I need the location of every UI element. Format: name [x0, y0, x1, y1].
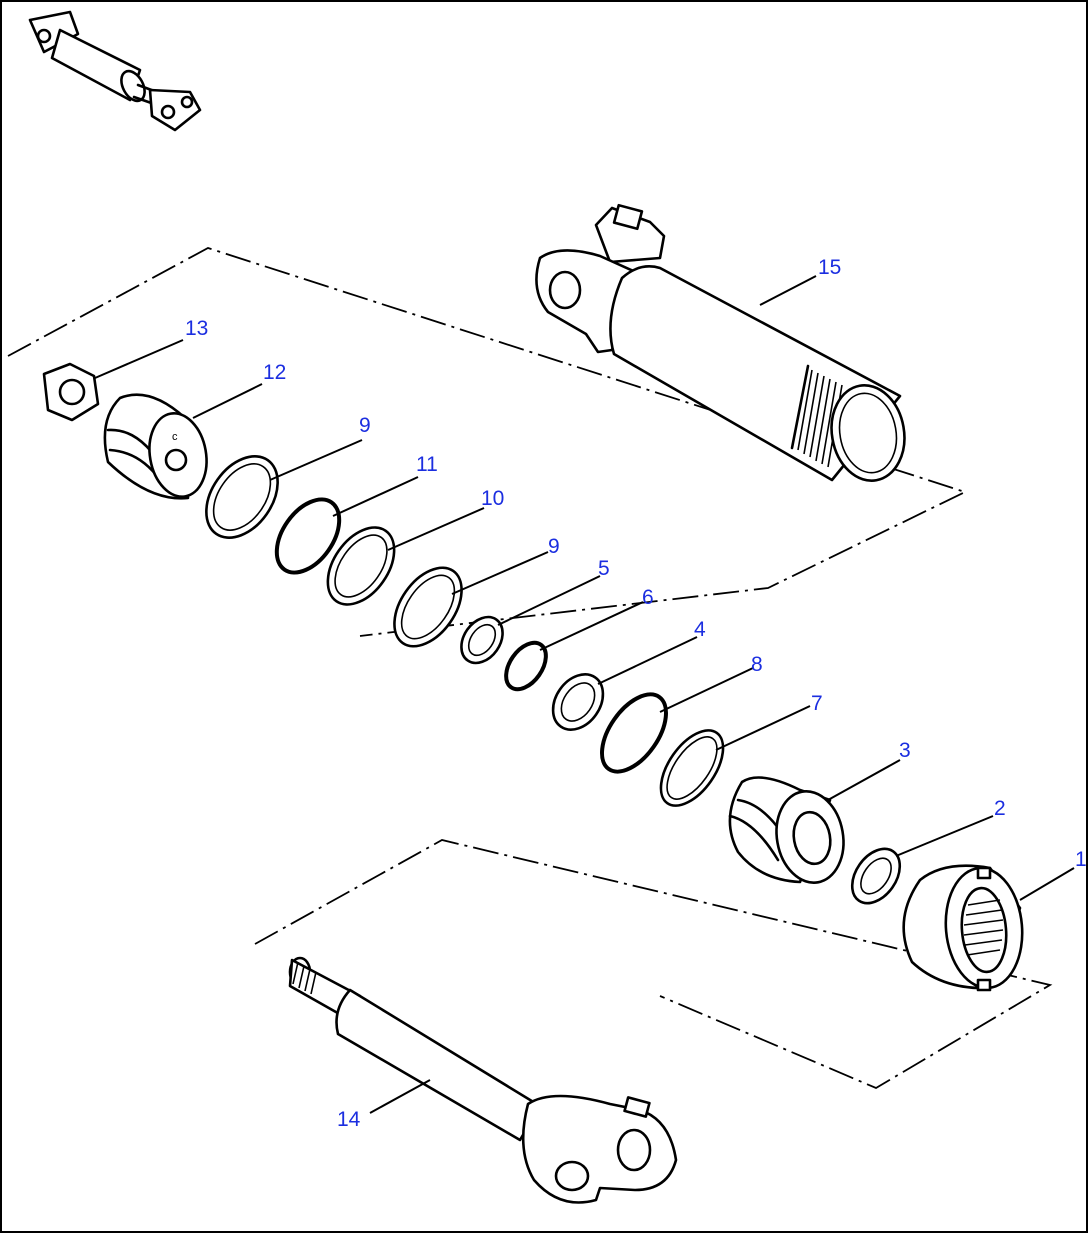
part-13-hex-nut: [42, 362, 100, 422]
part-2-ring: [850, 847, 902, 905]
assembled-cylinder-thumbnail: [28, 10, 202, 132]
callout-13: 13: [185, 317, 208, 340]
leader-lines: [94, 275, 1075, 1114]
part-15-cylinder-tube: [535, 203, 906, 482]
part-9-ring-lower: [393, 566, 463, 648]
callout-7: 7: [811, 692, 823, 715]
callout-2: 2: [994, 797, 1006, 820]
part-12-piston: c: [103, 393, 208, 500]
callout-15: 15: [818, 256, 841, 279]
callout-10: 10: [481, 487, 504, 510]
part-14-piston-rod: [288, 956, 678, 1204]
part-1-gland-nut: [902, 864, 1024, 992]
part-5-wiper-ring: [460, 615, 504, 665]
assembly-line-lower: [254, 839, 1053, 1090]
part-3-cylinder-head: [728, 776, 845, 884]
callout-12: 12: [263, 361, 286, 384]
part-9-ring-upper: [205, 455, 279, 539]
part-4-bushing: [551, 673, 605, 731]
callout-14: 14: [337, 1108, 361, 1131]
part-7-back-up-ring: [659, 729, 725, 807]
part-11-o-ring: [274, 497, 342, 575]
callout-6: 6: [642, 586, 654, 609]
callout-5: 5: [598, 557, 610, 580]
callout-9-lower: 9: [548, 535, 560, 558]
assembly-line-upper: [7, 247, 968, 637]
callout-1: 1: [1075, 848, 1087, 871]
svg-text:c: c: [172, 431, 178, 443]
callout-8: 8: [751, 653, 763, 676]
part-10-back-up-ring: [326, 526, 396, 606]
callout-labels: 1 2 3 4 5 6 7 8 9 9 10 11 12 13 14 15: [185, 256, 1087, 1131]
callout-9-upper: 9: [359, 414, 371, 437]
callout-3: 3: [899, 739, 911, 762]
part-8-o-ring: [600, 692, 668, 774]
part-6-snap-ring: [504, 640, 548, 692]
callout-4: 4: [694, 618, 706, 641]
callout-11: 11: [416, 453, 438, 476]
